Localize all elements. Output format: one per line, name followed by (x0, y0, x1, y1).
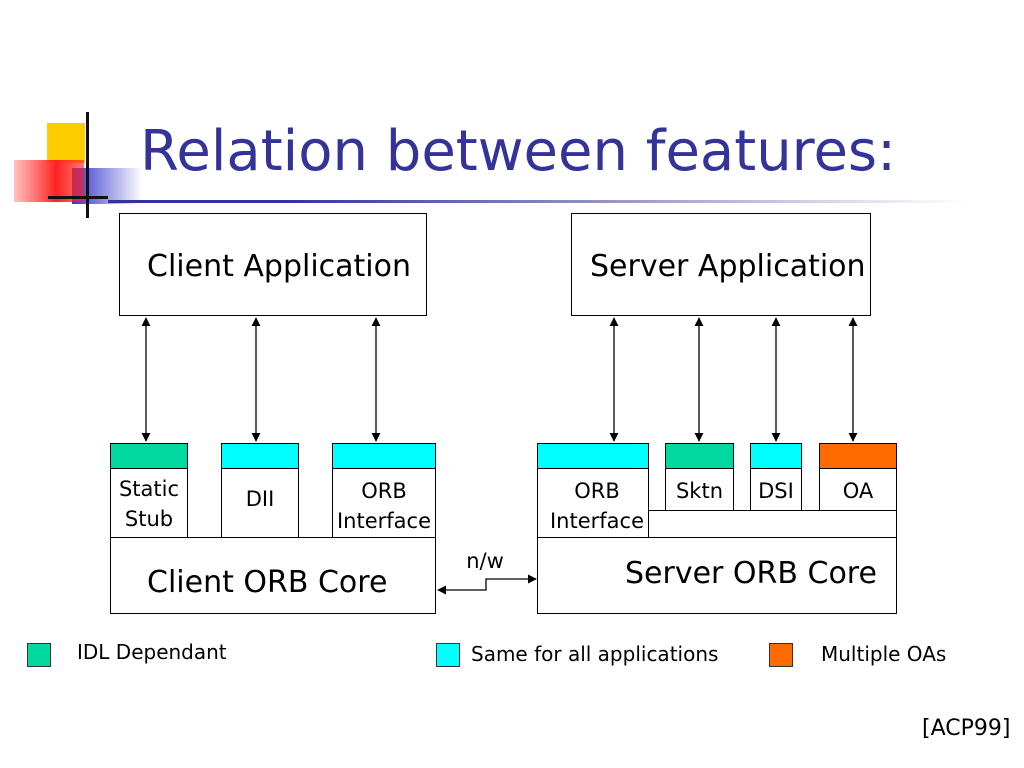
dii-module (221, 468, 299, 538)
client-orb-core-box (110, 537, 436, 614)
client-orb-core-label: Client ORB Core (147, 565, 388, 600)
network-link (437, 574, 537, 595)
legend-swatch-same-for-all (436, 643, 460, 667)
title-underline (108, 200, 968, 203)
dsi-label: DSI (758, 479, 794, 503)
decorative-logo-icon (14, 112, 142, 218)
server-orb-interface-cap (537, 443, 649, 469)
slide-title: Relation between features: (140, 119, 896, 184)
dsi-cap (750, 443, 802, 469)
client-application-label: Client Application (147, 249, 412, 284)
dii-cap (221, 443, 299, 469)
server-orb-core-label: Server ORB Core (625, 556, 877, 591)
legend-swatch-idl-dependant (27, 643, 51, 667)
citation: [ACP99] (922, 716, 1011, 741)
sktn-label: Sktn (675, 479, 724, 503)
client-orb-interface-module (332, 468, 436, 538)
dii-label: DII (245, 487, 275, 511)
sktn-cap (665, 443, 734, 469)
sktn-module (665, 468, 734, 511)
server-skeleton-bar (648, 510, 897, 538)
static-stub-module (110, 468, 188, 538)
server-application-box (571, 213, 871, 316)
network-label: n/w (466, 549, 504, 573)
client-application-box (119, 213, 427, 316)
oa-cap (819, 443, 897, 469)
static-stub-cap (110, 443, 188, 469)
server-orb-interface-module (537, 468, 649, 538)
legend-label-same-for-all: Same for all applications (471, 642, 719, 666)
legend-label-multiple-oas: Multiple OAs (821, 642, 947, 666)
oa-module (819, 468, 897, 511)
server-application-label: Server Application (590, 249, 866, 284)
oa-label: OA (842, 479, 874, 503)
client-orb-interface-cap (332, 443, 436, 469)
legend-label-idl-dependant: IDL Dependant (77, 640, 227, 664)
legend-swatch-multiple-oas (769, 643, 793, 667)
server-orb-core-box (537, 537, 897, 614)
